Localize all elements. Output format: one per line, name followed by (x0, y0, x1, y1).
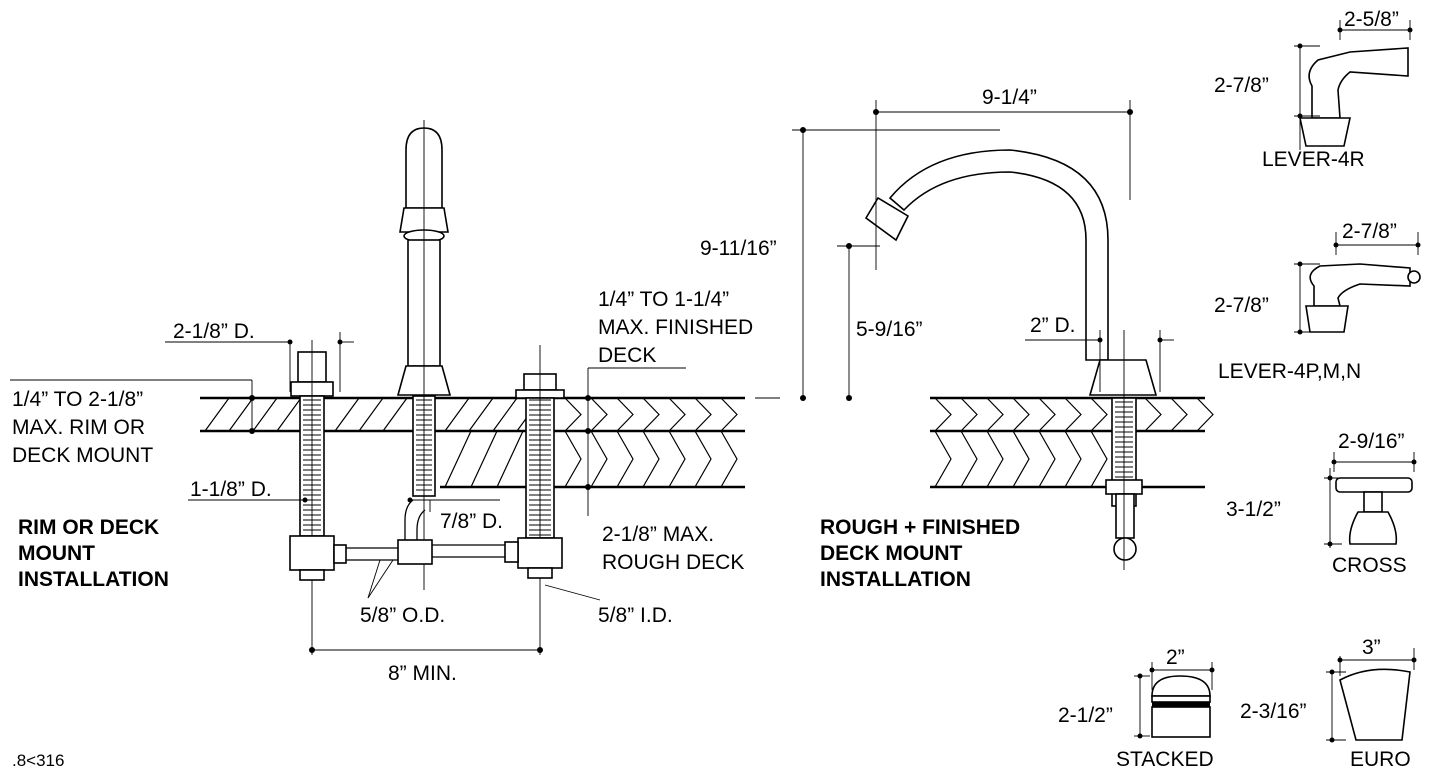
left-valve-body (289, 340, 335, 600)
rough-title-line-3: INSTALLATION (820, 568, 971, 591)
dim-8-min: 8” MIN. (388, 662, 457, 685)
finished-deck-line-2: MAX. FINISHED (598, 316, 753, 339)
stacked-height: 2-1/2” (1058, 704, 1113, 727)
handle-stacked: 2” 2-1/2” STACKED (1058, 646, 1215, 771)
rough-title-line-1: ROUGH + FINISHED (820, 516, 1020, 539)
rim-deck-title-line-2: MOUNT (18, 542, 95, 565)
rim-range-line-1: 1/4” TO 2-1/8” (12, 388, 143, 411)
rough-finished-deck-section: 9-1/4” 9-11/16” 5-9/16” 2” D. ROUGH + FI… (700, 86, 1214, 591)
cross-height: 3-1/2” (1226, 498, 1281, 521)
dim-5-8-od: 5/8” O.D. (360, 604, 445, 627)
dimension-lines-right (755, 100, 1174, 401)
dim-9-1-4: 9-1/4” (982, 86, 1037, 109)
lever-4r-height: 2-7/8” (1214, 74, 1269, 97)
euro-width: 3” (1362, 636, 1381, 659)
connector-tubing (333, 499, 519, 565)
stacked-width: 2” (1166, 646, 1185, 669)
right-valve-body (515, 345, 565, 600)
lever-4r-width: 2-5/8” (1344, 8, 1399, 31)
gooseneck-spout (864, 149, 1158, 570)
handle-lever-4r: 2-5/8” 2-7/8” LEVER-4R (1214, 8, 1413, 171)
euro-height: 2-3/16” (1240, 700, 1307, 723)
cross-name: CROSS (1332, 554, 1407, 577)
lever-4pmn-height: 2-7/8” (1214, 294, 1269, 317)
dimension-lines-left (10, 332, 686, 655)
rim-deck-mount-section: RIM OR DECK MOUNT INSTALLATION 1/4” TO 2… (10, 120, 753, 685)
rim-range-line-2: MAX. RIM OR (12, 416, 145, 439)
lever-4pmn-width: 2-7/8” (1342, 220, 1397, 243)
lever-4pmn-name: LEVER-4P,M,N (1218, 360, 1361, 383)
rough-deck-line-2: ROUGH DECK (602, 551, 744, 574)
deck-slab-left (200, 396, 745, 489)
rim-deck-title-line-3: INSTALLATION (18, 568, 169, 591)
handle-euro: 3” 2-3/16” EURO (1240, 636, 1417, 771)
stacked-name: STACKED (1116, 748, 1214, 771)
document-code: .8<316 (12, 751, 64, 770)
euro-name: EURO (1350, 748, 1411, 771)
dim-5-9-16: 5-9/16” (856, 318, 923, 341)
handle-cross: 2-9/16” 3-1/2” CROSS (1226, 430, 1417, 577)
dim-2-1-8-d: 2-1/8” D. (173, 320, 255, 343)
cross-width: 2-9/16” (1338, 430, 1405, 453)
finished-deck-line-3: DECK (598, 344, 656, 367)
rough-deck-line-1: 2-1/8” MAX. (602, 523, 714, 546)
handle-lever-4pmn: 2-7/8” 2-7/8” LEVER-4P,M,N (1214, 220, 1421, 383)
rim-deck-title-line-1: RIM OR DECK (18, 516, 159, 539)
rough-title-line-2: DECK MOUNT (820, 542, 962, 565)
dim-1-1-8-d: 1-1/8” D. (190, 478, 272, 501)
deck-slab-right (930, 396, 1214, 489)
dim-2-d: 2” D. (1030, 314, 1076, 337)
dim-5-8-id: 5/8” I.D. (598, 604, 673, 627)
finished-deck-line-1: 1/4” TO 1-1/4” (598, 288, 729, 311)
handle-options: 2-5/8” 2-7/8” LEVER-4R 2-7/8” 2-7/8” LEV… (1058, 8, 1421, 771)
lever-4r-name: LEVER-4R (1262, 148, 1365, 171)
dim-9-11-16: 9-11/16” (700, 237, 777, 260)
dim-7-8-d: 7/8” D. (440, 510, 503, 533)
rim-range-line-3: DECK MOUNT (12, 444, 153, 467)
center-spout-column (396, 120, 452, 590)
